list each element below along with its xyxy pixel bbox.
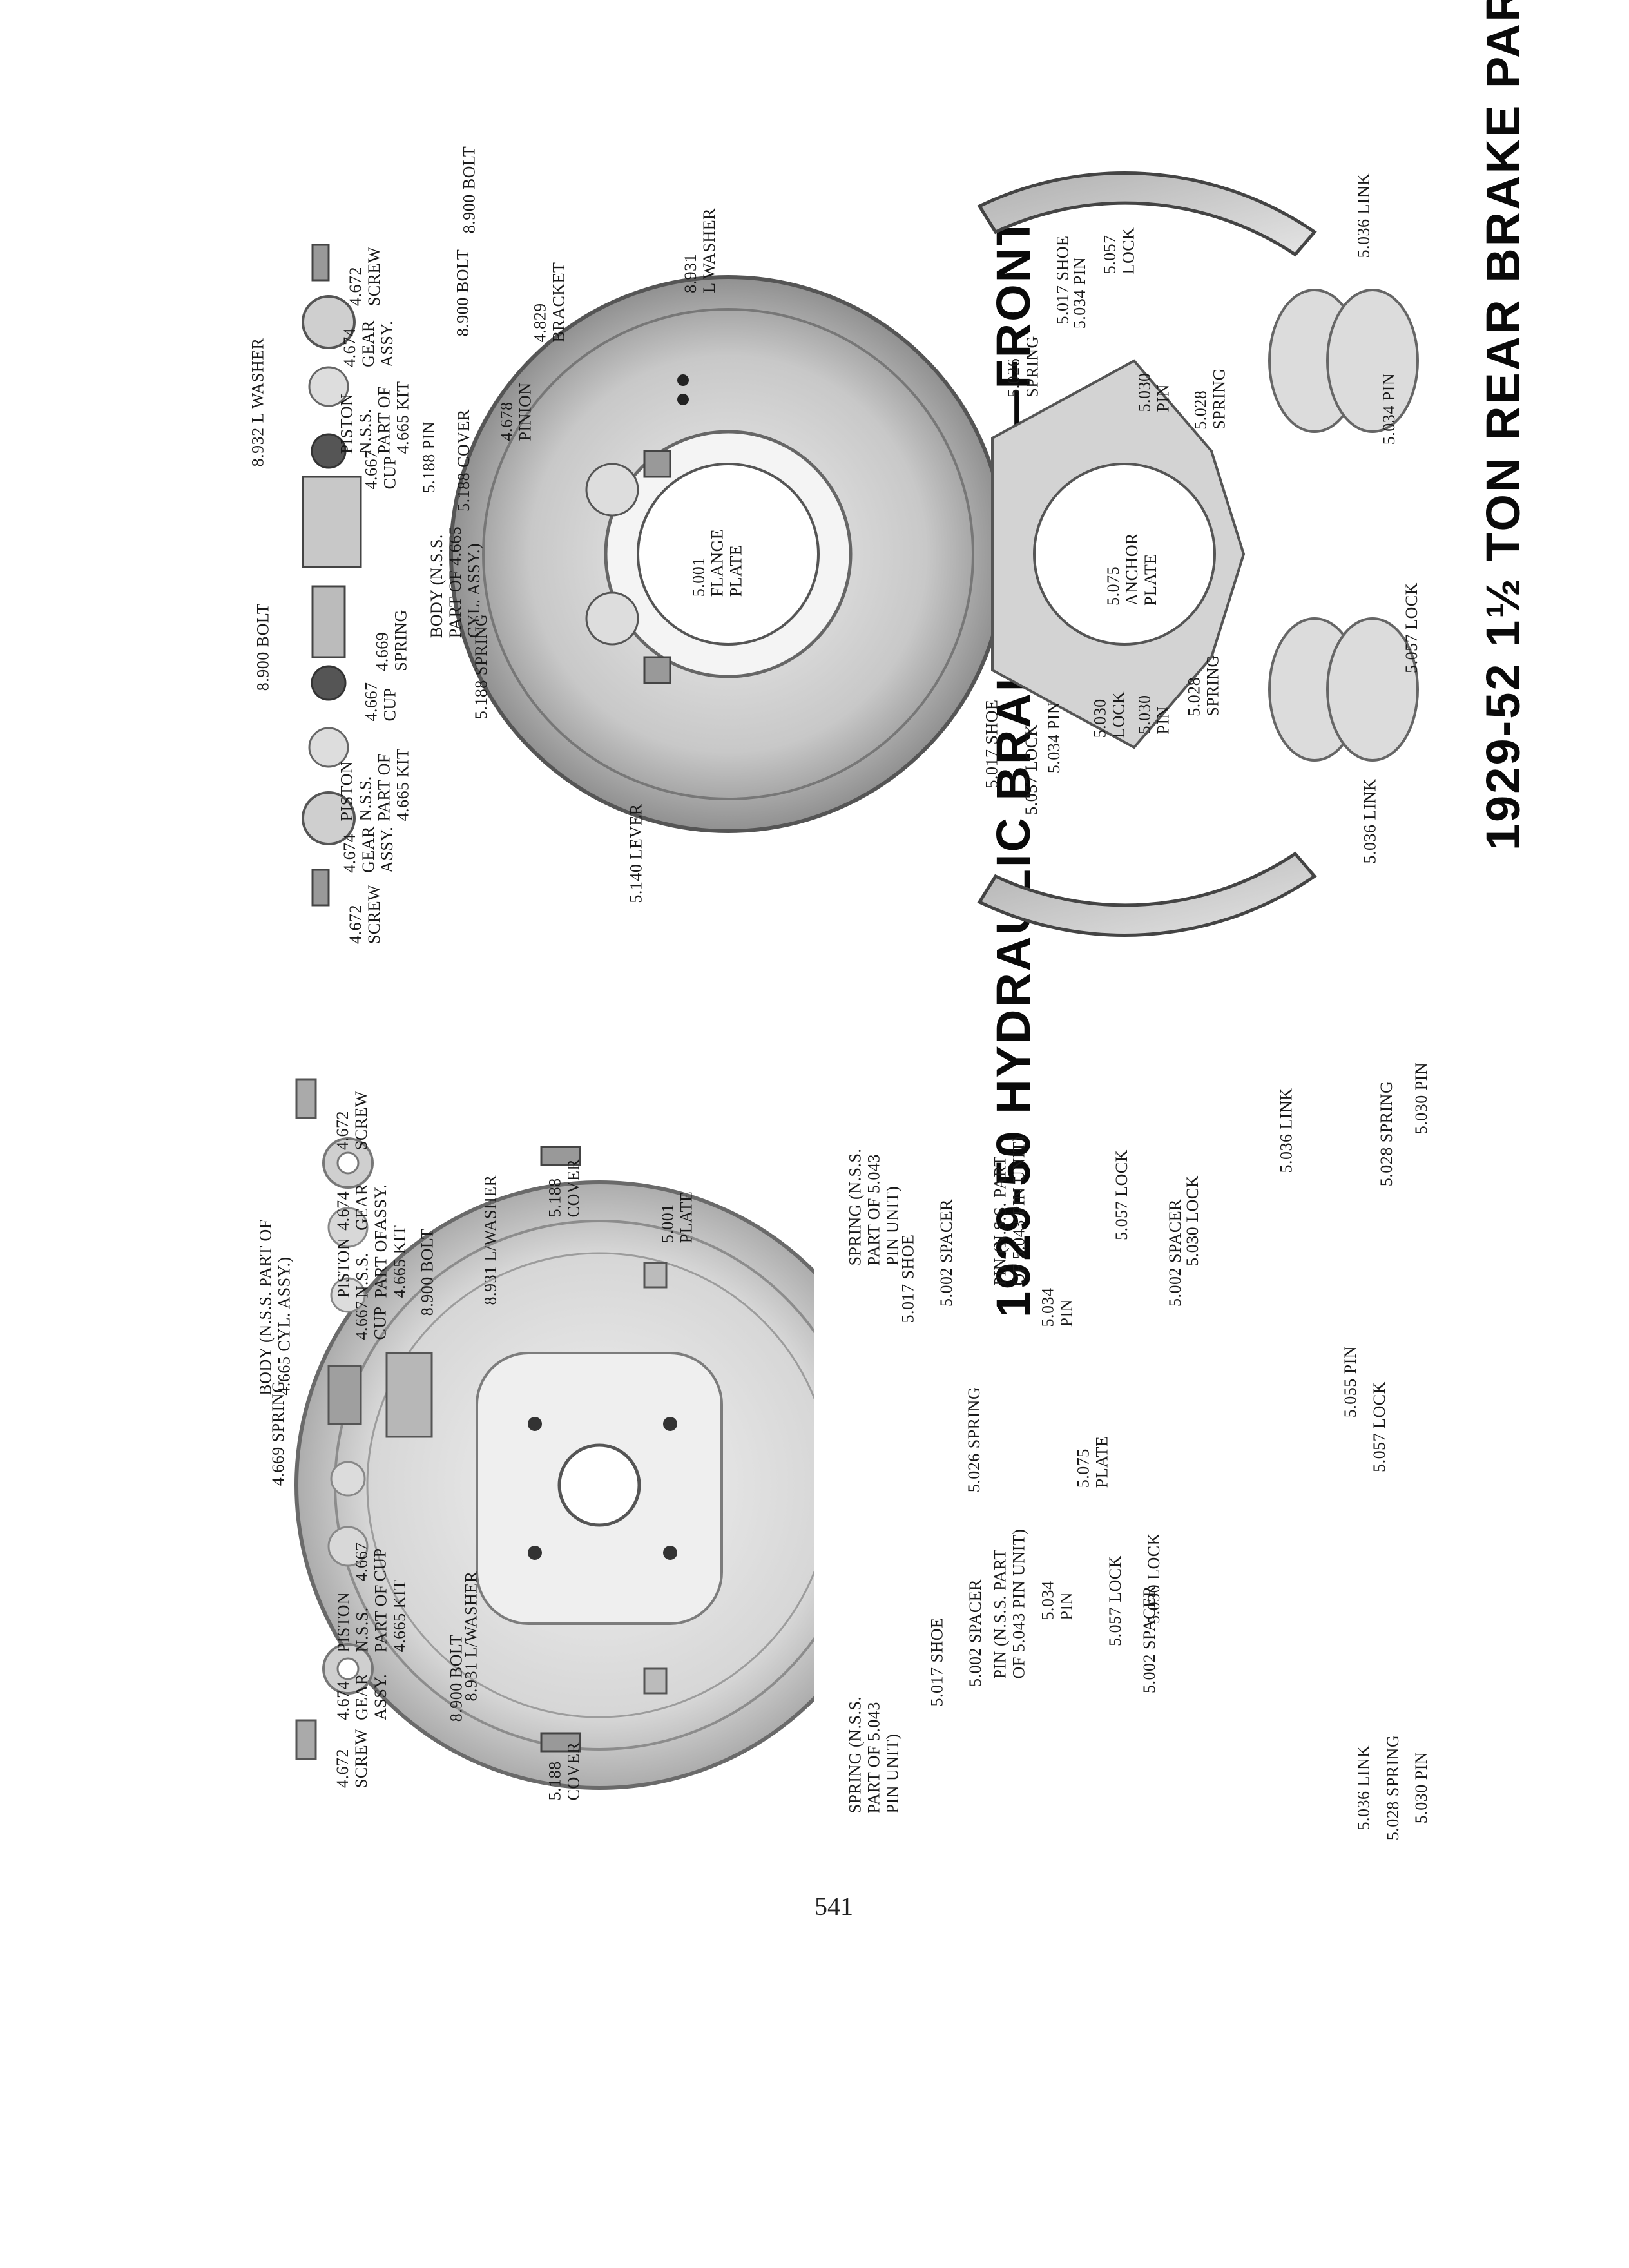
rear-label-bolt-8900-top: 8.900 BOLT bbox=[253, 603, 273, 691]
rear-label-pin-5034-bottom: 5.034 PIN bbox=[1380, 372, 1399, 445]
front-label-pin-5034-left: 5.034 PIN bbox=[1038, 1581, 1076, 1620]
rear-label-piston-left: PISTON N.S.S. PART OF 4.665 KIT bbox=[337, 748, 412, 822]
rear-brake-artwork bbox=[302, 171, 1419, 937]
rear-title: 1929-52 1½ TON REAR BRAKE PARTS bbox=[1476, 0, 1530, 850]
front-brake-diagram: 1929-50 HYDRAULIC BRAKE PARTS—FRONT bbox=[0, 0, 1040, 1997]
rear-label-link-right: 5.036 LINK bbox=[1354, 173, 1373, 258]
rear-label-anchor-plate: 5.075 ANCHOR PLATE bbox=[1103, 533, 1160, 606]
rear-label-cup-left: 4.667 CUP bbox=[361, 682, 400, 722]
front-label-plate-5001: 5.001 PLATE bbox=[658, 1191, 696, 1244]
front-label-bolt-right: 8.900 BOLT bbox=[418, 1228, 437, 1316]
rear-label-spring-5026: 5.026 SPRING bbox=[1004, 336, 1042, 398]
rear-label-pinion: 4.678 PINION bbox=[497, 382, 535, 441]
rear-wheel-cylinder-parts bbox=[302, 244, 362, 907]
front-label-piston-left: PISTON N.S.S. PART OF 4.665 KIT bbox=[334, 1579, 409, 1653]
rear-label-flange-plate: 5.001 FLANGE PLATE bbox=[689, 528, 746, 597]
rear-label-spring-5028-left: 5.028 SPRING bbox=[1184, 655, 1222, 716]
front-label-lock-5030-left: 5.030 LOCK bbox=[1144, 1533, 1163, 1624]
rear-label-piston-right: PISTON N.S.S. PART OF 4.665 KIT bbox=[337, 381, 412, 454]
front-label-link-left: 5.036 LINK bbox=[1354, 1745, 1373, 1831]
front-label-spring-5026: 5.026 SPRING bbox=[965, 1387, 984, 1493]
rear-label-pin-5188: 5.188 PIN bbox=[419, 421, 439, 494]
rear-label-pin-5030-right: 5.030 PIN bbox=[1135, 372, 1173, 412]
front-label-piston-right: PISTON N.S.S. PART OF 4.665 KIT bbox=[334, 1225, 409, 1298]
front-label-link-right: 5.036 LINK bbox=[1277, 1088, 1296, 1173]
front-label-washer-right: 8.931 L/WASHER bbox=[481, 1175, 500, 1305]
rear-label-lock-5030-left: 5.030 LOCK bbox=[1090, 691, 1128, 738]
rear-label-gear-right: 4.674 GEAR ASSY. bbox=[340, 320, 396, 367]
rear-label-washer-8932: 8.932 L WASHER bbox=[248, 338, 267, 467]
front-label-gear-right: 4.674 GEAR ASSY. bbox=[333, 1184, 390, 1231]
front-label-gear-left: 4.674 GEAR ASSY. bbox=[333, 1673, 390, 1720]
rear-label-bolt-8900-mid: 8.900 BOLT bbox=[453, 249, 472, 337]
front-label-spring-pin-left: SPRING (N.S.S. PART OF 5.043 PIN UNIT) bbox=[845, 1696, 902, 1814]
front-label-body: BODY (N.S.S. PART OF 4.665 CYL. ASSY.) bbox=[256, 1219, 294, 1396]
front-label-pin-5034-right: 5.034 PIN bbox=[1038, 1287, 1076, 1327]
front-label-pin-5030-right: 5.030 PIN bbox=[1412, 1062, 1431, 1135]
rear-label-shoe-left: 5.017 SHOE bbox=[982, 699, 1001, 789]
front-wheel-cylinder-parts bbox=[295, 1078, 581, 1760]
front-label-pin-5030-left: 5.030 PIN bbox=[1412, 1751, 1431, 1824]
front-label-lock-5057-a: 5.057 LOCK bbox=[1105, 1555, 1124, 1646]
front-label-spring-pin-right: SPRING (N.S.S. PART OF 5.043 PIN UNIT) bbox=[845, 1148, 902, 1266]
front-label-screw-right: 4.672 SCREW bbox=[333, 1090, 371, 1151]
front-label-plate-5075: 5.075 PLATE bbox=[1074, 1436, 1112, 1488]
rear-label-screw-left: 4.672 SCREW bbox=[346, 884, 384, 945]
front-brake-artwork bbox=[294, 1078, 815, 1790]
rear-label-spring-5188: 5.188 SPRING bbox=[472, 613, 491, 720]
rear-links bbox=[1268, 289, 1419, 762]
front-label-spring-5028-left: 5.028 SPRING bbox=[1383, 1735, 1403, 1841]
front-label-spring-4669: 4.669 SPRING bbox=[269, 1380, 288, 1486]
front-label-spacer-4: 5.002 SPACER bbox=[1165, 1199, 1184, 1307]
front-label-cup-right: 4.667 CUP bbox=[352, 1300, 390, 1340]
front-label-screw-left: 4.672 SCREW bbox=[333, 1728, 371, 1789]
rear-label-bracket: 4.829 BRACKET bbox=[530, 262, 568, 343]
rear-label-gear-left: 4.674 GEAR ASSY. bbox=[340, 826, 396, 873]
front-label-shoe-right: 5.017 SHOE bbox=[898, 1234, 918, 1323]
rear-anchor-plate bbox=[991, 359, 1246, 749]
rear-label-link-left: 5.036 LINK bbox=[1360, 778, 1380, 864]
rear-label-spring-5028-right: 5.028 SPRING bbox=[1191, 368, 1229, 430]
rear-label-pin-5030-left: 5.030 PIN bbox=[1135, 695, 1173, 735]
rear-label-shoe-right: 5.017 SHOE bbox=[1053, 235, 1072, 325]
rear-label-screw-right: 4.672 SCREW bbox=[346, 246, 384, 307]
rear-label-lock-5057-right: 5.057 LOCK bbox=[1100, 227, 1138, 274]
rear-label-cover-5188: 5.188 COVER bbox=[454, 409, 473, 512]
rear-label-pin-5034-right: 5.034 PIN bbox=[1070, 256, 1090, 329]
front-label-spring-5028-right: 5.028 SPRING bbox=[1377, 1081, 1396, 1187]
front-label-pin-nss-left: PIN (N.S.S. PART OF 5.043 PIN UNIT) bbox=[990, 1528, 1028, 1679]
front-label-cup-left: 4.667 CUP bbox=[352, 1542, 390, 1582]
rear-label-pin-5034-left: 5.034 PIN bbox=[1045, 701, 1064, 774]
front-label-lock-5057-b: 5.057 LOCK bbox=[1112, 1149, 1131, 1240]
front-label-pin-nss-right: PIN (N.S.S. PART OF 5.043 PIN UNIT) bbox=[990, 1135, 1028, 1286]
rear-brake-diagram: 1929-52 1½ TON REAR BRAKE PARTS bbox=[0, 0, 1629, 966]
rear-label-spring-4669: 4.669 SPRING bbox=[372, 610, 410, 671]
rear-label-bolt-8900-right: 8.900 BOLT bbox=[459, 146, 479, 234]
front-label-lock-5057-c: 5.057 LOCK bbox=[1369, 1381, 1389, 1472]
page-number: 541 bbox=[815, 1892, 853, 1921]
front-label-spacer-1: 5.002 SPACER bbox=[965, 1579, 985, 1687]
front-label-pin-5055: 5.055 PIN bbox=[1341, 1345, 1360, 1418]
front-label-cover-left: 5.188 COVER bbox=[545, 1742, 583, 1801]
rear-label-lock-5057-bottom: 5.057 LOCK bbox=[1402, 582, 1421, 673]
front-label-cover-right: 5.188 COVER bbox=[545, 1158, 583, 1218]
front-label-washer-left: 8.931 L/WASHER bbox=[461, 1571, 481, 1702]
front-label-lock-5030-right: 5.030 LOCK bbox=[1182, 1175, 1202, 1266]
rear-label-lever: 5.140 LEVER bbox=[626, 803, 646, 903]
rear-label-cup-right: 4.667 CUP bbox=[361, 450, 400, 490]
rear-label-lock-5057-left: 5.057 LOCK bbox=[1021, 724, 1041, 815]
rear-brake-shoes bbox=[977, 171, 1317, 937]
front-label-shoe-left: 5.017 SHOE bbox=[927, 1617, 947, 1707]
rear-label-washer-8931: 8.931 L WASHER bbox=[680, 208, 718, 293]
front-label-spacer-2: 5.002 SPACER bbox=[936, 1199, 956, 1307]
front-backing-plate bbox=[294, 1180, 815, 1790]
rear-flange-plate bbox=[449, 275, 1007, 833]
